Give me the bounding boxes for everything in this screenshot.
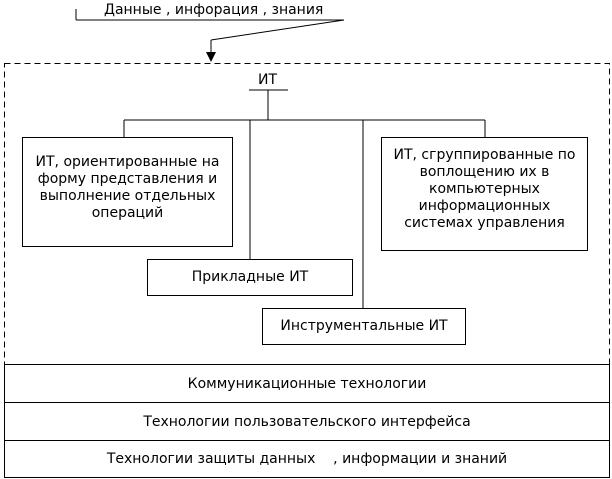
security-tech-band: Технологии защиты данных , информации и … <box>4 440 610 478</box>
ui-tech-band: Технологии пользовательского интерфейса <box>4 402 610 441</box>
communication-tech-label: Коммуникационные технологии <box>187 375 427 392</box>
orientation-line-1: ИТ, ориентированные на <box>35 154 220 170</box>
orientation-it-box: ИТ, ориентированные на форму представлен… <box>22 137 233 247</box>
grouped-line-5: системах управления <box>404 215 565 231</box>
applied-it-label: Прикладные ИТ <box>191 269 309 285</box>
communication-tech-band: Коммуникационные технологии <box>4 364 610 403</box>
instrumental-it-label: Инструментальные ИТ <box>280 318 448 334</box>
input-label: Данные , инфорация , знания <box>104 2 324 18</box>
applied-it-box: Прикладные ИТ <box>147 259 353 296</box>
grouped-line-1: ИТ, сгруппированные по <box>393 147 576 163</box>
orientation-line-4: операций <box>91 205 164 221</box>
grouped-it-box: ИТ, сгруппированные по воплощению их в к… <box>381 137 588 251</box>
instrumental-it-box: Инструментальные ИТ <box>262 308 466 345</box>
orientation-line-2: форму представления и <box>37 171 218 187</box>
grouped-line-4: информационных <box>418 198 551 214</box>
ui-tech-label: Технологии пользовательского интерфейса <box>143 413 471 430</box>
root-label-it: ИТ <box>258 72 278 88</box>
grouped-line-3: компьютерных <box>429 181 540 197</box>
orientation-line-3: выполнение отдельных <box>39 188 216 204</box>
grouped-line-2: воплощению их в <box>419 164 550 180</box>
security-tech-label: Технологии защиты данных , информации и … <box>106 451 508 467</box>
